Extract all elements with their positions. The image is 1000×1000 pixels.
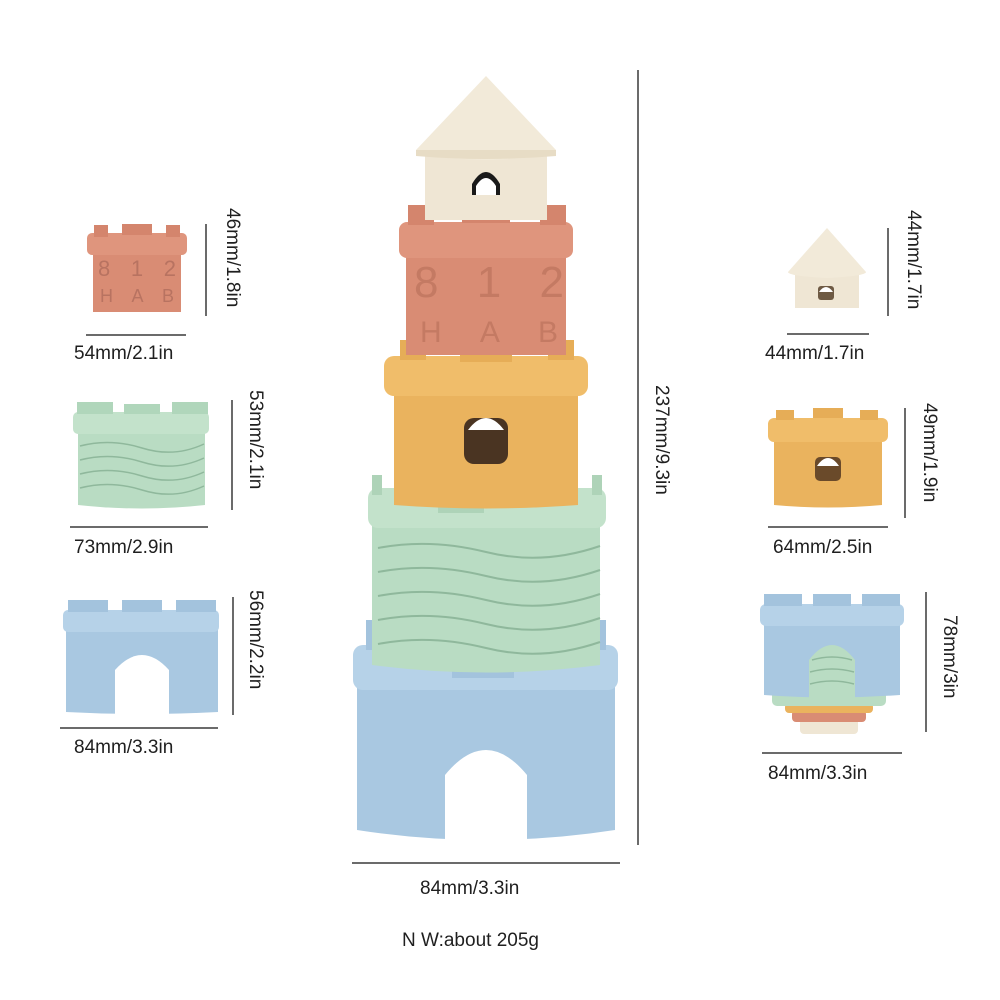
embossed-number: 1 bbox=[476, 258, 502, 307]
height-dimension-line bbox=[904, 408, 906, 518]
width-label: 44mm/1.7in bbox=[765, 343, 865, 364]
tower-width-label: 84mm/3.3in bbox=[420, 878, 520, 899]
width-label: 84mm/3.3in bbox=[74, 737, 174, 758]
embossed-number: 8 bbox=[98, 256, 111, 281]
width-label: 54mm/2.1in bbox=[74, 343, 174, 364]
embossed-letter: A bbox=[131, 286, 144, 306]
width-dimension-line bbox=[787, 333, 869, 335]
net-weight-label: N W:about 205g bbox=[402, 930, 539, 951]
width-dimension-line bbox=[70, 526, 208, 528]
width-dimension-line bbox=[768, 526, 888, 528]
tower-height-dimension-line bbox=[637, 70, 639, 845]
embossed-number: 1 bbox=[130, 256, 144, 281]
tower-embossed-letters: H A B bbox=[420, 316, 558, 350]
embossed-number: 8 bbox=[414, 258, 439, 307]
cream-roof-piece bbox=[416, 76, 556, 220]
embossed-letter: B bbox=[537, 316, 558, 349]
height-dimension-line bbox=[925, 592, 927, 732]
embossed-letter: A bbox=[479, 316, 500, 349]
width-dimension-line bbox=[86, 334, 186, 336]
width-dimension-line bbox=[762, 752, 902, 754]
height-dimension-line bbox=[232, 597, 234, 715]
tower-width-dimension-line bbox=[352, 862, 620, 864]
left-embossed-numbers: 8 1 2 bbox=[98, 256, 176, 282]
embossed-number: 2 bbox=[539, 258, 564, 307]
embossed-number: 2 bbox=[163, 256, 176, 281]
width-label: 84mm/3.3in bbox=[768, 763, 868, 784]
height-dimension-line bbox=[887, 228, 889, 316]
embossed-letter: B bbox=[161, 286, 174, 306]
width-dimension-line bbox=[60, 727, 218, 729]
left-embossed-letters: H A B bbox=[100, 286, 174, 307]
embossed-letter: H bbox=[100, 286, 113, 306]
height-dimension-line bbox=[231, 400, 233, 510]
height-label: 78mm/3in bbox=[939, 615, 960, 699]
embossed-letter: H bbox=[420, 316, 442, 349]
width-label: 64mm/2.5in bbox=[773, 537, 873, 558]
width-label: 73mm/2.9in bbox=[74, 537, 174, 558]
height-dimension-line bbox=[205, 224, 207, 316]
tower-embossed-numbers: 8 1 2 bbox=[414, 258, 564, 308]
